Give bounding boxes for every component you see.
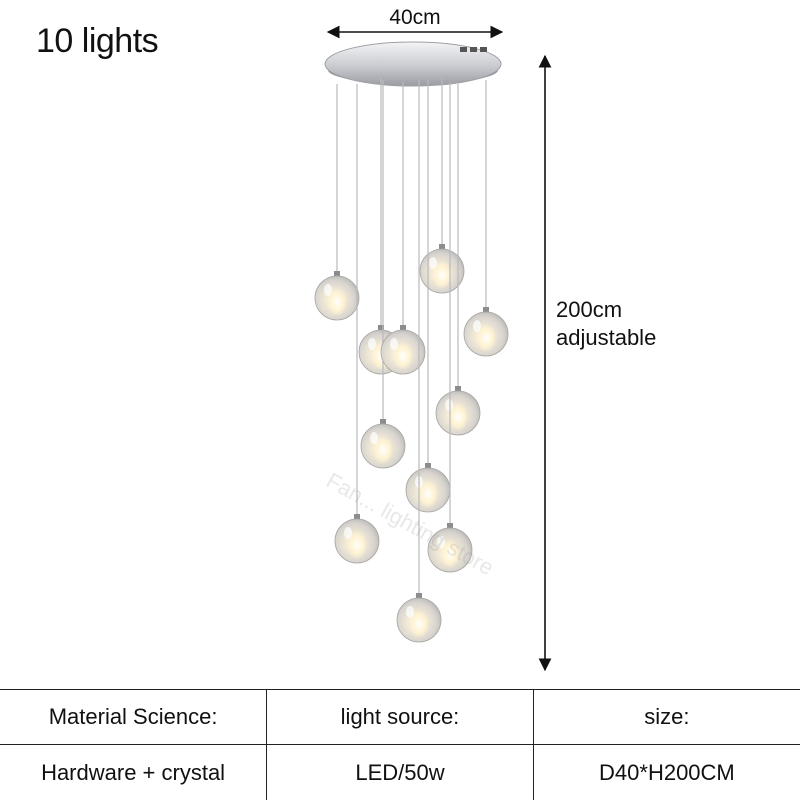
width-dimension: 40cm — [326, 6, 504, 39]
chandelier-illustration: 40cm — [314, 6, 552, 672]
value-light-source: LED/50w — [266, 744, 534, 800]
crystal-ball-pendant — [419, 78, 465, 294]
crystal-ball-pendant — [358, 78, 404, 375]
header-size: size: — [532, 688, 800, 746]
crystal-ball-pendant — [463, 80, 509, 357]
crystal-ball-pendant — [435, 84, 481, 436]
crystal-ball-pendant — [380, 82, 426, 375]
value-size: D40*H200CM — [532, 744, 800, 800]
height-value: 200cm — [556, 297, 623, 322]
crystal-ball-pendant — [314, 84, 360, 321]
header-material: Material Science: — [0, 688, 268, 746]
crystal-ball-pendant — [427, 82, 473, 573]
crystal-ball-pendant — [396, 80, 442, 643]
header-light-source: light source: — [266, 688, 534, 746]
height-label: 200cm adjustable — [556, 296, 656, 352]
ceiling-canopy — [324, 41, 502, 87]
crystal-ball-pendant — [360, 80, 406, 469]
pendant-lights — [314, 78, 509, 643]
crystal-ball-pendant — [405, 80, 451, 513]
spec-table: Material Science: light source: size: Ha… — [0, 688, 800, 800]
value-material: Hardware + crystal — [0, 744, 268, 800]
spec-value-row: Hardware + crystal LED/50w D40*H200CM — [0, 744, 800, 800]
page-title: 10 lights — [36, 22, 159, 60]
width-label: 40cm — [389, 6, 440, 29]
spec-header-row: Material Science: light source: size: — [0, 688, 800, 746]
crystal-ball-pendant — [334, 84, 380, 564]
height-note: adjustable — [556, 325, 657, 350]
